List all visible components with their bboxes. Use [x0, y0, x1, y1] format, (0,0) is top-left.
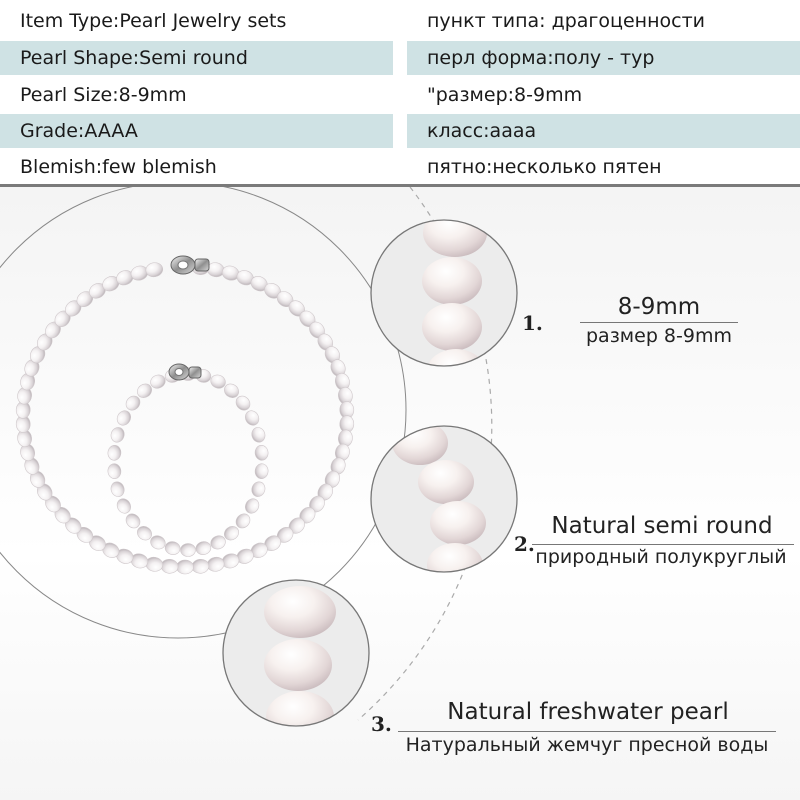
feature-2-number: 2.: [514, 532, 535, 556]
pearl-bead: [107, 445, 122, 461]
necklace-frame-circle: [0, 187, 407, 639]
pearl-bead: [245, 410, 260, 426]
feature-1-title-en: 8-9mm: [617, 294, 701, 320]
pearl-bead: [251, 481, 266, 497]
feature-3-rule: [398, 731, 776, 732]
spec-row-pearl-shape-en: Pearl Shape:Semi round: [0, 41, 393, 75]
spec-row-blemish-ru: пятно:несколько пятен: [427, 156, 662, 178]
pearl-bead: [125, 395, 141, 411]
pearl-bead: [137, 526, 152, 541]
pearl-bead: [137, 383, 152, 398]
feature-1-number: 1.: [522, 311, 543, 335]
feature-2-title-ru: природный полукруглый: [535, 546, 787, 568]
pearl-bead: [160, 558, 179, 574]
spec-row-grade-ru: класс:аааа: [407, 114, 800, 148]
pearl-bead: [110, 481, 125, 497]
pearl-bead: [235, 395, 251, 411]
pearl-bead: [145, 262, 164, 278]
spec-row-pearl-shape-ru: перл форма:полу - тур: [407, 41, 800, 75]
pearl-bead: [164, 541, 181, 555]
product-illustration: [0, 187, 518, 727]
pearl-bead: [251, 427, 266, 443]
pearl-bead: [254, 445, 269, 461]
pearl-bead: [254, 463, 269, 479]
zoom-circle-3: [222, 579, 370, 727]
pearl-bead: [210, 535, 226, 550]
pearl-bead: [195, 541, 212, 555]
pearl-bead: [116, 410, 131, 426]
feature-1-title-ru: размер 8-9mm: [586, 325, 732, 347]
feature-3-title-ru: Натуральный жемчуг пресной воды: [405, 734, 769, 756]
spec-row-item-type-ru: пункт типа: драгоценности: [427, 10, 705, 32]
feature-2-rule: [532, 544, 794, 545]
feature-1-rule: [580, 322, 738, 323]
feature-2-title-en: Natural semi round: [551, 513, 773, 539]
pearl-bead: [180, 543, 196, 557]
pearl-bead: [224, 526, 239, 541]
feature-3-title-en: Natural freshwater pearl: [447, 699, 729, 725]
dashed-arc: [357, 187, 493, 721]
pearl-bead: [150, 374, 166, 389]
pearl-bead: [125, 513, 141, 529]
necklace-clasp-icon: [170, 255, 210, 275]
pearl-bead: [224, 383, 239, 398]
feature-3-number: 3.: [371, 712, 392, 736]
spec-table: Item Type:Pearl Jewelry sets пункт типа:…: [0, 0, 800, 186]
pearl-bead: [150, 535, 166, 550]
bracelet-clasp-icon: [168, 363, 202, 381]
bracelet-image: [107, 367, 269, 557]
pearl-bead: [235, 513, 251, 529]
table-divider: [0, 184, 800, 187]
spec-row-item-type-en: Item Type:Pearl Jewelry sets: [20, 10, 287, 32]
necklace-image: [15, 259, 355, 575]
spec-row-pearl-size-ru: "размер:8-9mm: [427, 84, 583, 106]
pearl-bead: [176, 559, 194, 575]
spec-row-blemish-en: Blemish:few blemish: [20, 156, 217, 178]
zoom-circle-1: [370, 219, 518, 367]
pearl-bead: [110, 427, 125, 443]
spec-row-pearl-size-en: Pearl Size:8-9mm: [20, 84, 187, 106]
pearl-bead: [245, 498, 260, 514]
spec-row-grade-en: Grade:AAAA: [0, 114, 393, 148]
pearl-bead: [116, 498, 131, 514]
pearl-bead: [191, 558, 210, 574]
pearl-bead: [107, 463, 122, 479]
zoom-circle-2: [370, 425, 518, 573]
pearl-bead: [210, 374, 226, 389]
pearl-bead: [145, 556, 164, 572]
